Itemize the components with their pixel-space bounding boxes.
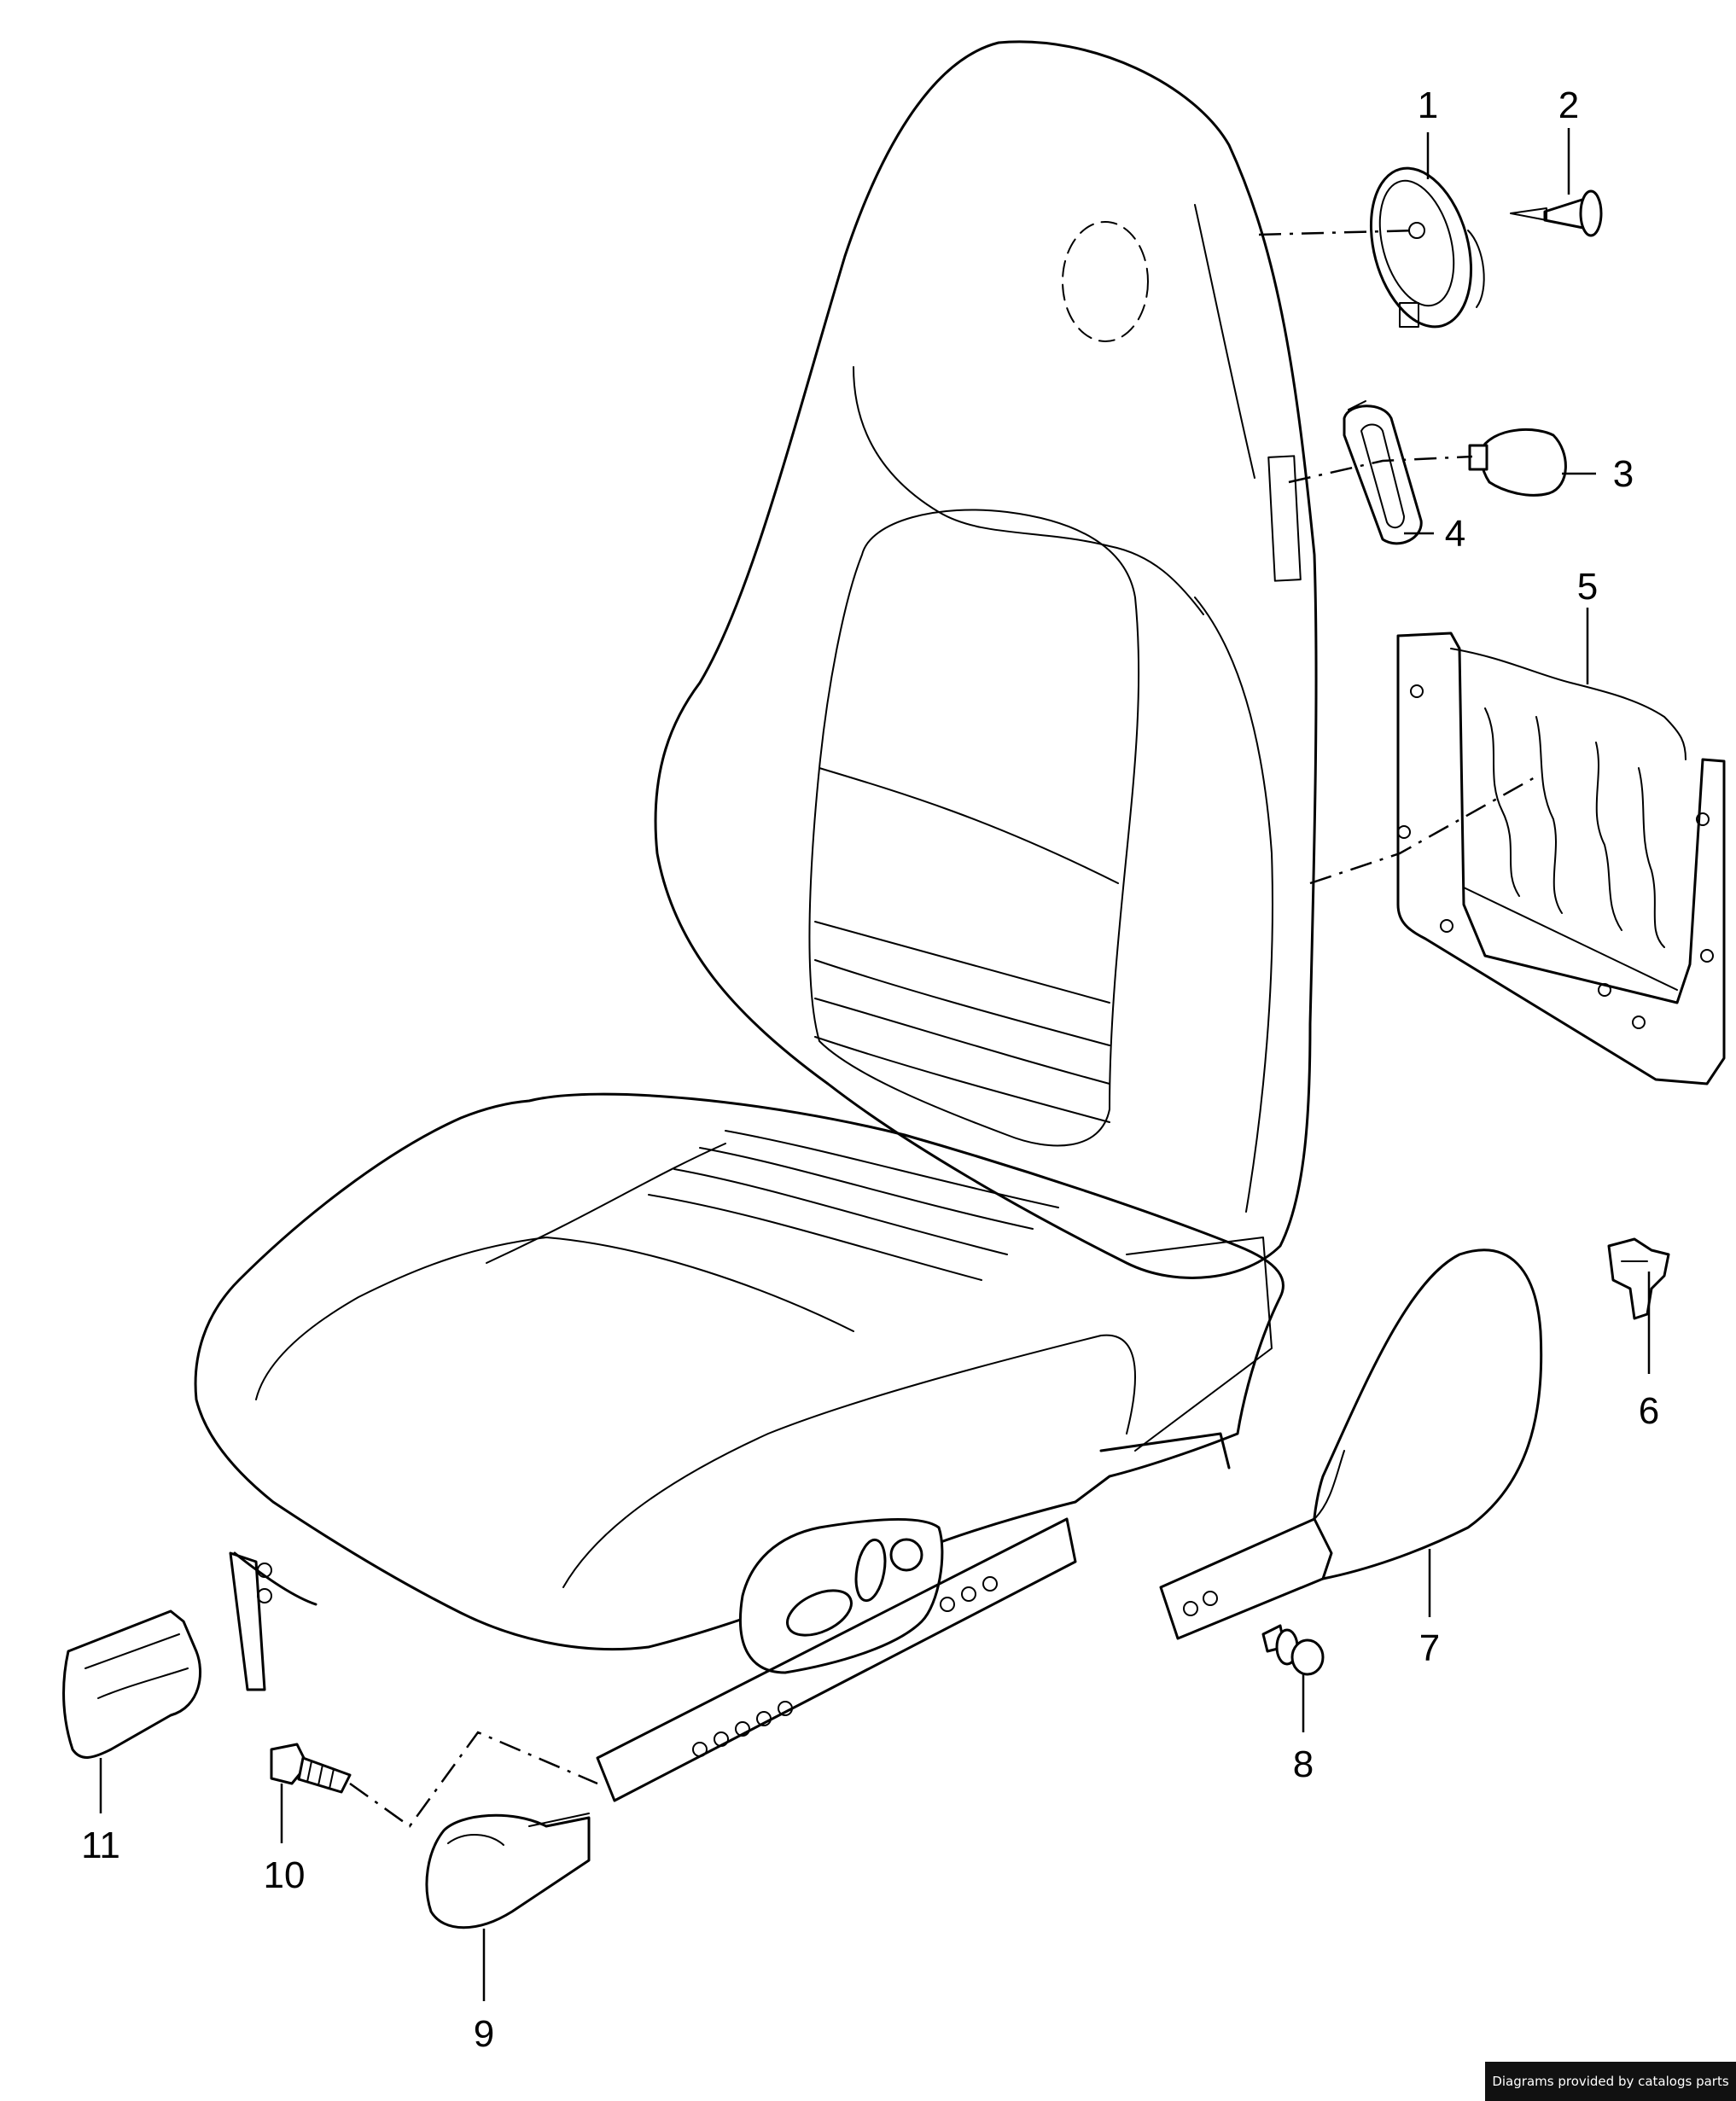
leader-lines bbox=[99, 128, 1651, 2001]
part-number-4: 4 bbox=[1445, 513, 1465, 555]
seat-backrest bbox=[654, 40, 1318, 1279]
assembly-center-lines bbox=[349, 229, 1537, 1828]
part-number-8: 8 bbox=[1293, 1743, 1314, 1785]
part-11-rear-cover bbox=[62, 1609, 202, 1759]
part-4-bezel bbox=[1343, 400, 1423, 545]
part-3-knob bbox=[1468, 428, 1567, 497]
seat-cushion bbox=[194, 1092, 1285, 1674]
part-number-10: 10 bbox=[264, 1854, 306, 1896]
part-number-7: 7 bbox=[1419, 1627, 1440, 1669]
part-number-3: 3 bbox=[1613, 453, 1634, 495]
seat-rails bbox=[229, 1432, 1231, 1802]
part-10-bolt bbox=[270, 1743, 352, 1794]
part-7-side-trim bbox=[1159, 1248, 1543, 1640]
part-9-front-cover bbox=[425, 1813, 591, 1929]
part-number-11: 11 bbox=[81, 1825, 120, 1866]
part-number-2: 2 bbox=[1558, 84, 1579, 126]
part-6-clip bbox=[1607, 1237, 1670, 1320]
part-1-cap bbox=[1369, 166, 1485, 329]
part-number-9: 9 bbox=[474, 2013, 494, 2055]
part-5-back-panel bbox=[1396, 631, 1726, 1085]
credit-label: Diagrams provided by catalogs parts bbox=[1485, 2062, 1736, 2101]
part-number-5: 5 bbox=[1577, 566, 1598, 608]
part-2-screw bbox=[1510, 189, 1603, 237]
part-number-1: 1 bbox=[1418, 84, 1438, 126]
part-number-6: 6 bbox=[1639, 1390, 1659, 1432]
part-8-push-clip bbox=[1261, 1624, 1325, 1676]
